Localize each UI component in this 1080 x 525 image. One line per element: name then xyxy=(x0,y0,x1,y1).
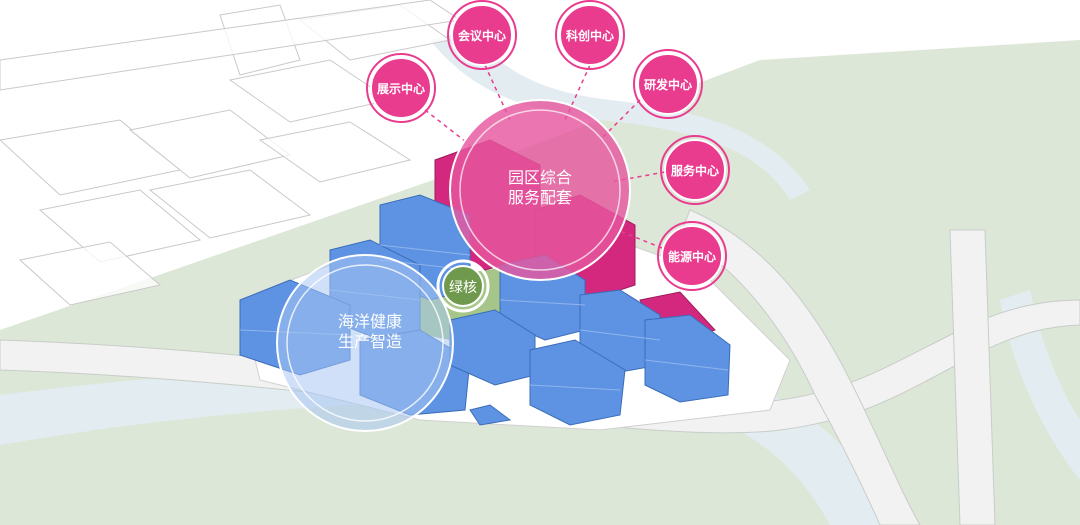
bubble-service-label: 服务中心 xyxy=(670,164,719,178)
central-zone-circle xyxy=(449,99,631,281)
bubble-service-ring xyxy=(660,135,730,205)
green-core-outer xyxy=(436,259,490,313)
bubble-exhibit-ring xyxy=(366,53,436,123)
connector-rnd xyxy=(599,99,641,141)
central-zone-line1: 园区综合 xyxy=(507,168,572,187)
bubble-rnd-ring xyxy=(633,49,703,119)
ghost-building xyxy=(18,241,162,306)
green-core-badge xyxy=(442,265,484,307)
bubble-innovation xyxy=(559,4,621,66)
bubble-exhibit xyxy=(370,57,432,119)
ghost-building xyxy=(258,121,412,183)
east-river xyxy=(1000,290,1080,480)
bubble-conference-ring xyxy=(447,0,517,70)
central-zone-label: 园区综合 服务配套 xyxy=(490,168,590,208)
ghost-building xyxy=(148,169,312,239)
bubble-conference-label: 会议中心 xyxy=(457,29,506,43)
bubble-innovation-label: 科创中心 xyxy=(565,29,614,43)
function-bubbles xyxy=(366,0,730,291)
bubble-energy-label: 能源中心 xyxy=(667,250,716,264)
health-zone-label: 海洋健康 生产智造 xyxy=(315,312,425,352)
upper-river xyxy=(430,30,810,200)
central-zone-line2: 服务配套 xyxy=(507,188,572,207)
bubble-innovation-ring xyxy=(555,0,625,70)
ghost-building xyxy=(38,189,202,263)
context-buildings xyxy=(0,0,462,306)
health-zone-ring xyxy=(286,264,444,422)
bubble-exhibit-label: 展示中心 xyxy=(376,82,425,96)
bubble-energy xyxy=(661,225,723,287)
bubble-energy-ring xyxy=(657,221,727,291)
connector-exhibit xyxy=(424,109,471,146)
bubble-rnd-label: 研发中心 xyxy=(643,78,692,92)
east-road xyxy=(949,229,996,525)
diagonal-road xyxy=(679,209,921,525)
bubble-conference xyxy=(451,4,513,66)
health-zone-line1: 海洋健康 xyxy=(337,312,402,331)
bubble-rnd xyxy=(637,53,699,115)
blue-building xyxy=(644,314,731,403)
blue-building xyxy=(529,339,626,426)
blue-building xyxy=(469,404,512,426)
connector-service xyxy=(609,171,666,183)
health-zone-circle xyxy=(276,254,454,432)
health-zone-line2: 生产智造 xyxy=(337,332,402,351)
bubble-service xyxy=(664,139,726,201)
central-zone-ring xyxy=(459,109,621,271)
green-core-label: 绿核 xyxy=(449,280,477,296)
